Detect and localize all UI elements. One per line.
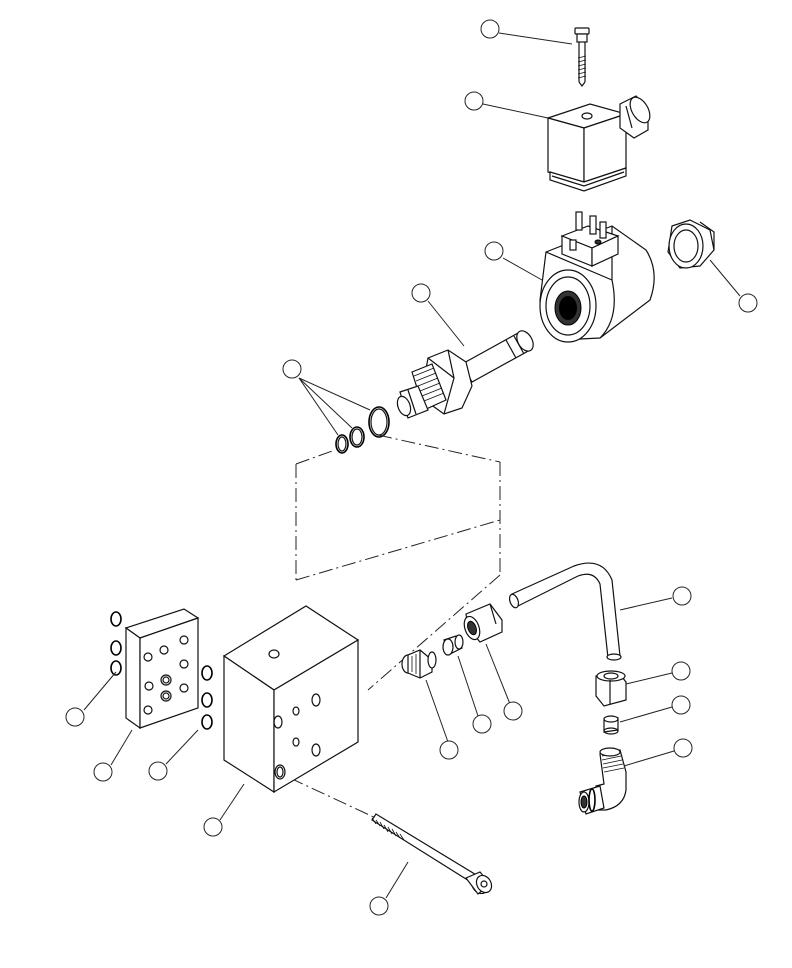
part-pipe-nut <box>595 670 627 707</box>
callout-long-bolt <box>369 896 389 916</box>
assembly-center-lines <box>289 434 501 821</box>
part-solenoid-coil <box>539 211 655 343</box>
callout-o-rings-cartridge <box>282 359 302 379</box>
part-sleeve-small <box>442 634 464 656</box>
callout-manifold-block <box>203 817 223 837</box>
part-connector-plug <box>545 95 651 192</box>
callout-o-rings-right <box>148 761 168 781</box>
part-bent-pipe <box>508 562 622 661</box>
callout-pipe-sleeve <box>671 695 691 715</box>
callout-coil-nut <box>738 293 758 313</box>
part-adapter-fitting <box>401 649 437 679</box>
part-pipe-sleeve <box>603 715 619 735</box>
callout-connector-plug <box>464 91 484 111</box>
part-o-rings-cartridge <box>335 406 390 454</box>
callout-union-nut <box>503 701 523 721</box>
part-cartridge-valve <box>396 330 534 419</box>
leader-lines <box>83 32 741 899</box>
callout-screw <box>480 19 500 39</box>
part-screw-top <box>574 27 590 87</box>
callout-pipe-nut <box>671 661 691 681</box>
part-manifold-block <box>222 605 360 794</box>
callout-bubbles <box>65 19 758 916</box>
callout-cartridge-valve <box>411 283 431 303</box>
callout-gasket-plate <box>93 762 113 782</box>
part-coil-nut <box>667 219 715 269</box>
part-union-nut <box>463 603 503 643</box>
part-long-bolt <box>371 813 493 895</box>
part-elbow-fitting <box>578 747 627 815</box>
callout-adapter-fitting <box>439 740 459 760</box>
callout-solenoid-coil <box>484 241 504 261</box>
part-o-rings-left <box>110 611 213 730</box>
callout-sleeve-small <box>472 714 492 734</box>
callout-bent-pipe <box>672 586 692 606</box>
part-gasket-plate <box>124 608 200 730</box>
callout-elbow-fitting <box>673 738 693 758</box>
callout-o-rings-left <box>65 707 85 727</box>
